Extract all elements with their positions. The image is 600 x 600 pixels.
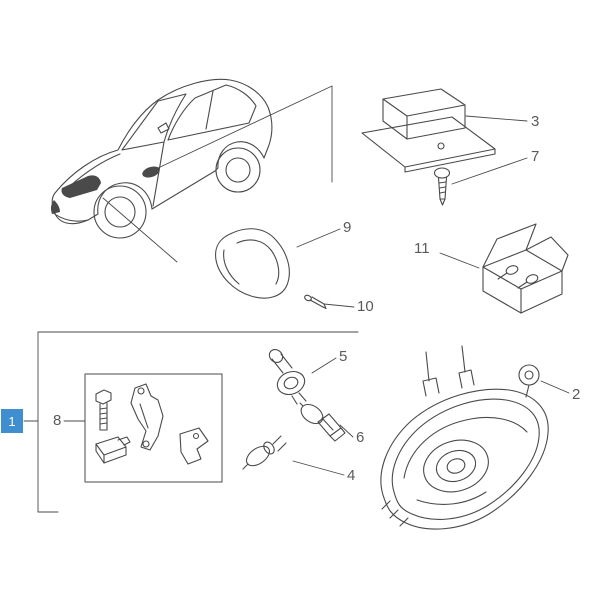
callout-8[interactable]: 8 bbox=[53, 412, 62, 429]
callout-3[interactable]: 3 bbox=[531, 113, 540, 130]
callout-2[interactable]: 2 bbox=[572, 386, 581, 403]
part-6-bulb bbox=[299, 402, 346, 442]
part-8-fitting-kit bbox=[84, 373, 223, 483]
callout-1[interactable]: 1 bbox=[1, 409, 23, 433]
rear-wheel bbox=[215, 147, 261, 193]
headlamp-location bbox=[61, 175, 101, 198]
callout-10[interactable]: 10 bbox=[357, 298, 374, 315]
callout-9[interactable]: 9 bbox=[343, 219, 352, 236]
leader-lines bbox=[23, 85, 570, 513]
windshield bbox=[121, 93, 187, 151]
callout-6[interactable]: 6 bbox=[356, 429, 365, 446]
callout-7[interactable]: 7 bbox=[531, 148, 540, 165]
callout-4[interactable]: 4 bbox=[347, 467, 356, 484]
part-5-bulb bbox=[268, 349, 307, 405]
kit-bolt bbox=[95, 389, 112, 431]
module-location bbox=[142, 166, 160, 178]
kit-bracket bbox=[130, 383, 164, 451]
side-windows bbox=[167, 84, 257, 141]
part-2-headlamp bbox=[380, 345, 549, 530]
part-7-screw bbox=[433, 167, 451, 206]
kit-clip bbox=[179, 427, 209, 465]
callout-5[interactable]: 5 bbox=[339, 348, 348, 365]
group-bracket bbox=[37, 331, 359, 513]
callout-11[interactable]: 11 bbox=[414, 240, 430, 257]
car-illustration bbox=[50, 78, 273, 239]
part-9-cover bbox=[215, 228, 290, 299]
part-4-bulb bbox=[242, 435, 287, 470]
grille bbox=[50, 200, 60, 214]
front-wheel bbox=[93, 185, 147, 239]
part-10-pin bbox=[304, 294, 327, 310]
part-2-cap bbox=[518, 364, 540, 398]
kit-sensor bbox=[95, 436, 131, 464]
mirror bbox=[157, 122, 170, 134]
part-11-bulb-kit-box bbox=[482, 223, 569, 314]
part-3-control-module bbox=[361, 88, 496, 173]
